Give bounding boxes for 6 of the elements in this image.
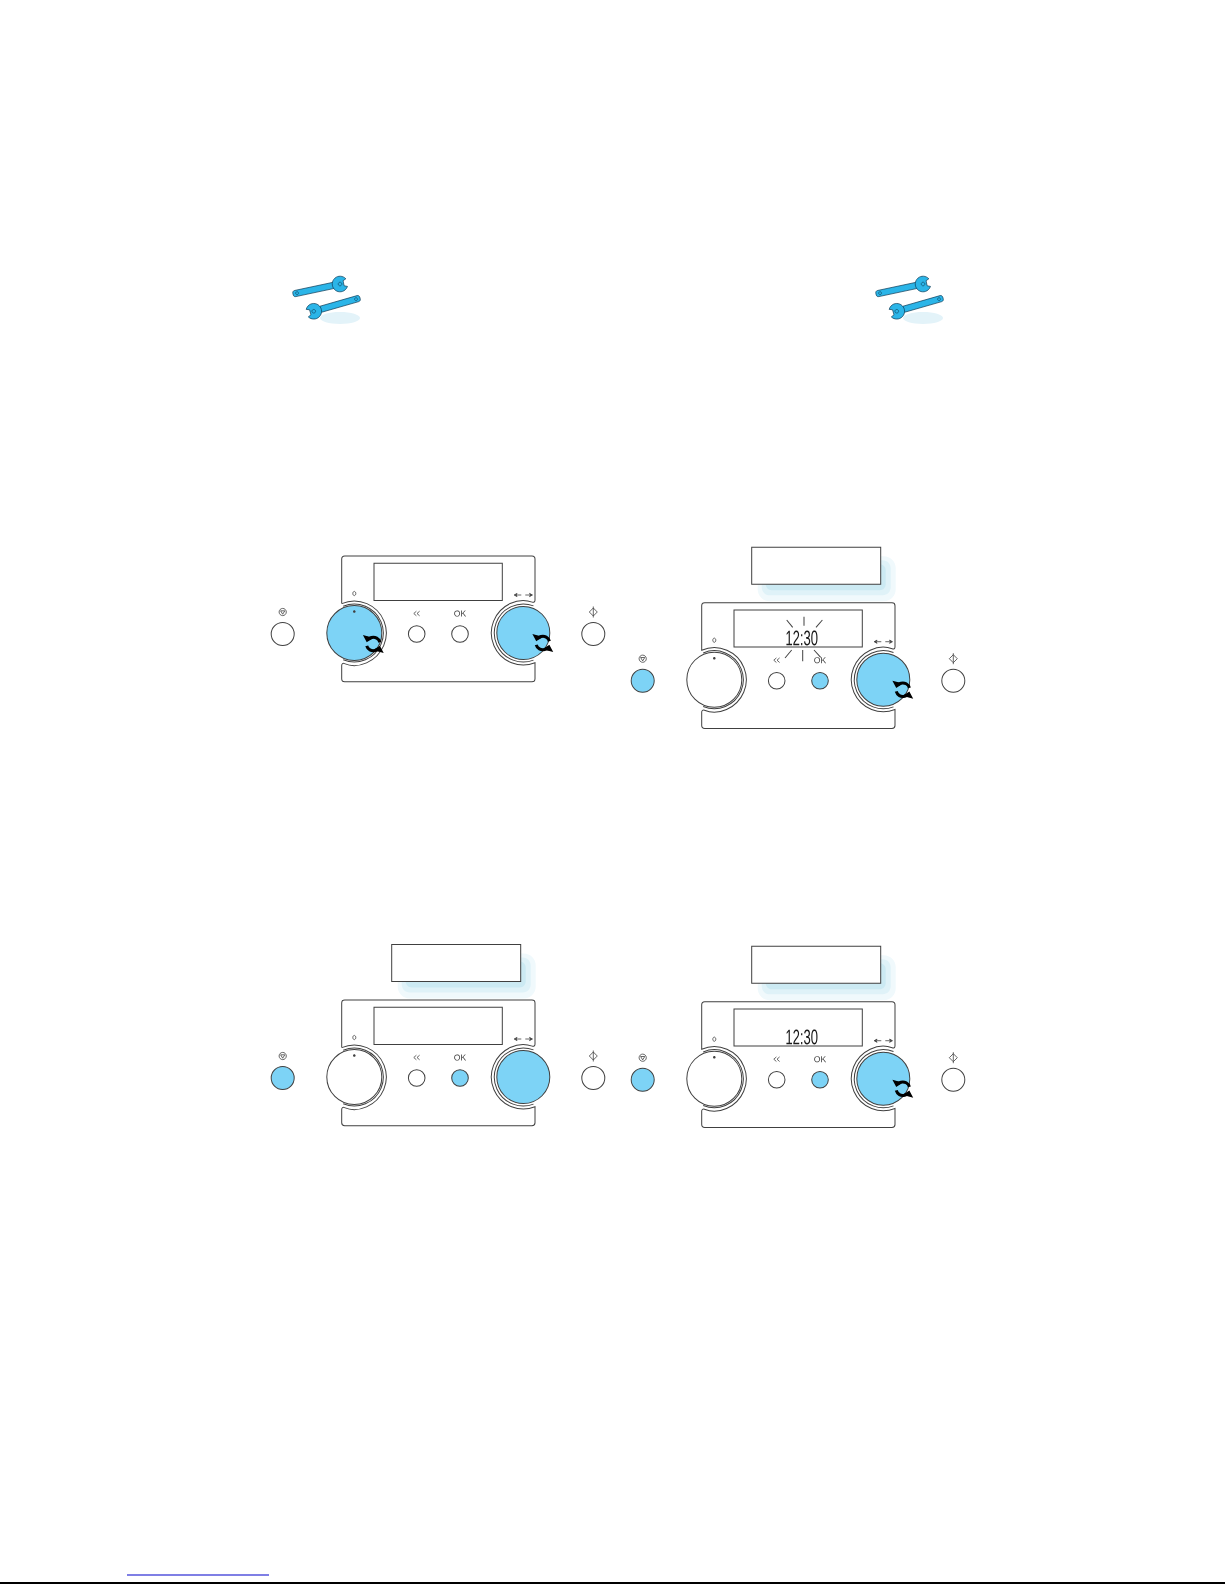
button-label: OK (454, 1054, 467, 1061)
time-readout: 12:30 (786, 630, 818, 646)
button-label: OK (814, 657, 827, 664)
button-label: OK (454, 610, 467, 617)
button-label: OK (814, 1056, 827, 1063)
time-readout: 12:30 (786, 1029, 818, 1045)
